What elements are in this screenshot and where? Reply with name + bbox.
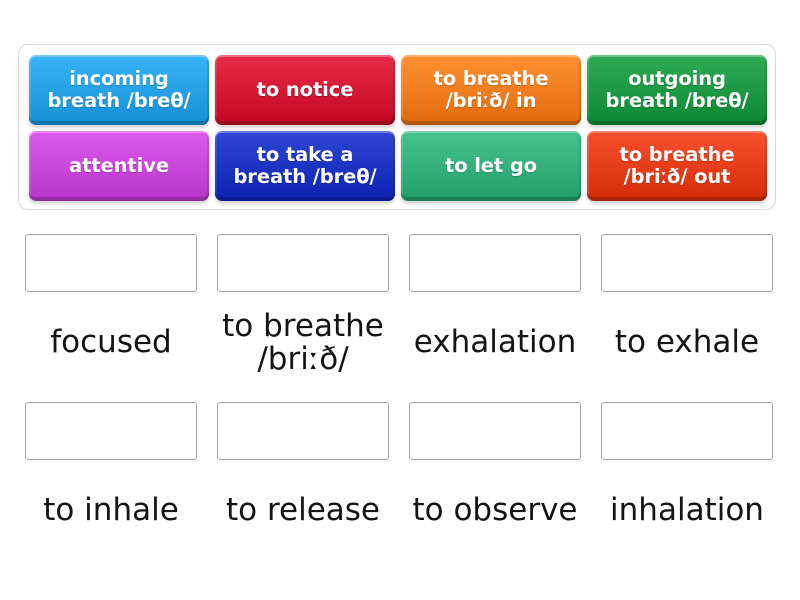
drop-zone[interactable] xyxy=(217,402,389,460)
answer-slot-label: to inhale xyxy=(43,492,179,529)
answer-slot: to observe xyxy=(402,394,588,562)
tile-label: to take a breath /breθ/ xyxy=(233,143,377,188)
draggable-tile[interactable]: to let go xyxy=(401,131,581,201)
answer-slot: to release xyxy=(210,394,396,562)
tile-tray-grid: incoming breath /breθ/ to notice to brea… xyxy=(29,55,767,201)
answer-slot-label: to release xyxy=(225,492,381,529)
answer-slot-label: focused xyxy=(50,324,172,361)
answer-slot-label: to breathe /briːð/ xyxy=(222,307,384,377)
draggable-tile[interactable]: to take a breath /breθ/ xyxy=(215,131,395,201)
answer-slot-label: inhalation xyxy=(610,492,764,529)
answer-slot: to breathe /briːð/ xyxy=(210,226,396,394)
draggable-tile[interactable]: to notice xyxy=(215,55,395,125)
answer-slot-label: to exhale xyxy=(614,324,760,361)
drop-zone[interactable] xyxy=(25,402,197,460)
tile-tray: incoming breath /breθ/ to notice to brea… xyxy=(18,44,776,210)
draggable-tile[interactable]: to breathe /briːð/ in xyxy=(401,55,581,125)
tile-label: to notice xyxy=(256,78,354,102)
tile-label: attentive xyxy=(69,154,169,178)
tile-label: incoming breath /breθ/ xyxy=(47,67,191,112)
tile-label: to let go xyxy=(445,154,537,178)
answer-slot-label: to observe xyxy=(412,492,578,529)
drop-zone[interactable] xyxy=(25,234,197,292)
draggable-tile[interactable]: attentive xyxy=(29,131,209,201)
tile-label: to breathe /briːð/ in xyxy=(433,67,549,112)
tile-label: to breathe /briːð/ out xyxy=(619,143,735,188)
answer-slot: exhalation xyxy=(402,226,588,394)
draggable-tile[interactable]: incoming breath /breθ/ xyxy=(29,55,209,125)
draggable-tile[interactable]: outgoing breath /breθ/ xyxy=(587,55,767,125)
answer-slot: focused xyxy=(18,226,204,394)
drop-zone[interactable] xyxy=(601,234,773,292)
answer-slot: to inhale xyxy=(18,394,204,562)
draggable-tile[interactable]: to breathe /briːð/ out xyxy=(587,131,767,201)
drop-zone[interactable] xyxy=(217,234,389,292)
answer-slot: inhalation xyxy=(594,394,780,562)
drop-zone[interactable] xyxy=(409,402,581,460)
drop-zone[interactable] xyxy=(409,234,581,292)
tile-label: outgoing breath /breθ/ xyxy=(605,67,749,112)
answer-slot-label: exhalation xyxy=(413,324,577,361)
answer-slot-grid: focused to breathe /briːð/ exhalation to… xyxy=(18,226,776,562)
drop-zone[interactable] xyxy=(601,402,773,460)
answer-slot: to exhale xyxy=(594,226,780,394)
